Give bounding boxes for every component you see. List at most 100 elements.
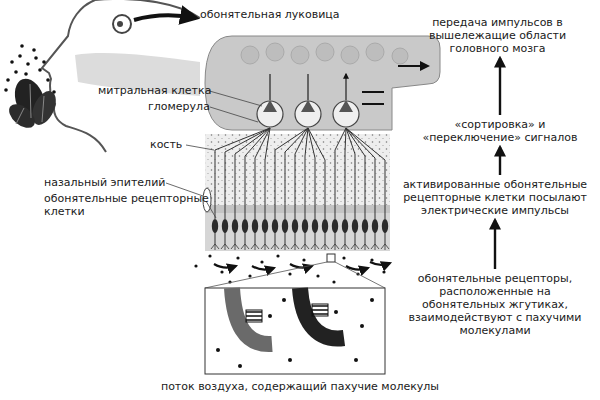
magnified-inset-part [238,364,242,368]
airflow-part [248,274,251,277]
airflow-part [260,260,263,263]
olfactory-bulb-part [392,48,408,64]
airflow-part [332,280,335,283]
node-text: активированные обонятельные рецепторные … [400,178,590,217]
glomeruli-mitral-cells-part [362,66,428,104]
nasal-epithelium-part [205,205,390,251]
receptor-cells-part [341,219,349,250]
receptor-cells-part [241,219,249,250]
olfactory-bulb-part [316,43,334,61]
receptor-axons-part [245,128,270,219]
receptor-cells-part [311,219,319,250]
magnified-inset [205,254,385,374]
flow-arrow [494,220,496,269]
magnified-inset-part [268,314,272,318]
flow-arrow [499,147,501,175]
text-block: активированные обонятельные рецепторные … [400,178,590,217]
receptor-cells-part [371,219,379,250]
olfactory-bulb-part [241,46,259,64]
part-label: обонятельная луковица [200,8,390,21]
magnified-inset-part [312,304,328,316]
nasal-epithelium [203,188,390,251]
magnified-inset-part [370,298,374,302]
node-text: «сортировка» и «переключение» сигналов [415,118,585,144]
receptor-axons-part [225,128,270,219]
head-profile-part [42,0,106,152]
head-profile-part [117,21,123,27]
airflow-part [276,254,279,257]
flower-part [42,60,46,64]
receptor-cells-part [271,219,279,250]
airflow-part [370,258,373,261]
receptor-cells-part [381,219,389,250]
part-label: назальный эпителий [44,176,204,189]
magnified-inset-part [205,262,385,288]
receptor-axons-part [346,128,375,219]
airflow-part [288,272,291,275]
olfactory-bulb-part [341,46,359,64]
text-block: «сортировка» и «переключение» сигналов [415,118,585,144]
airflow-part [342,256,345,259]
flower-part [6,78,10,82]
airflow-part [302,258,305,261]
receptor-axons-part [215,128,270,219]
receptor-axons-part [346,128,355,219]
airflow-part [370,262,390,265]
magnified-inset-part [205,288,385,374]
head-profile-part [113,15,131,33]
receptor-axons-part [308,128,325,219]
airflow [194,254,390,283]
glomeruli-mitral-cells-part [270,74,346,100]
receptor-cells-part [251,219,259,250]
airflow-part [382,270,385,273]
head-profile-part [134,15,196,20]
receptor-cells [211,219,389,250]
flow-arrow [499,58,501,115]
receptor-axons-part [255,128,270,219]
receptor-axons-part [308,128,315,219]
flower-part [38,68,42,72]
magnified-inset-part [246,310,262,322]
receptor-cells-part [351,219,359,250]
glomeruli-mitral-cells-part [263,100,353,112]
flower-part [10,60,14,64]
part-label: кость [150,138,200,151]
flower-part [20,44,24,48]
airflow-part [194,264,197,267]
part-label: митральная клетка [98,84,218,97]
node-text: передача импульсов в вышележащие области… [405,16,590,55]
node-text: обонятельные рецепторы, расположенные на… [405,272,585,337]
magnified-inset-part [216,348,220,352]
receptor-cells-part [331,219,339,250]
text-block: обонятельные рецепторы, расположенные на… [405,272,585,337]
receptor-axons-part [285,128,308,219]
magnified-inset-part [327,254,335,262]
magnified-inset-part [282,298,286,302]
olfactory-bulb-part [205,36,440,130]
text-block: передача импульсов в вышележащие области… [405,16,590,55]
flower-part [18,54,22,58]
leader-lines-part [186,145,214,150]
leader-lines-part [210,107,258,122]
receptor-axons-part [275,128,308,219]
receptor-cells-part [281,219,289,250]
airflow-part [214,264,236,268]
receptor-axons-part [346,128,385,219]
flower-part [24,72,28,76]
airflow-part [236,256,239,259]
magnified-inset-part [288,358,292,362]
part-label: гломерула [148,100,228,113]
receptor-cells-part [221,219,229,250]
flower-part [52,90,56,94]
receptor-axons [215,128,385,219]
flower-part [32,48,36,52]
receptor-axons-part [235,128,270,219]
flower-part [16,84,44,124]
leader-lines-part [206,90,262,106]
flower-part [4,88,8,92]
airflow-part [220,270,223,273]
flower-part [34,56,38,60]
magnified-inset-part [334,310,338,314]
flower-part [5,99,40,132]
